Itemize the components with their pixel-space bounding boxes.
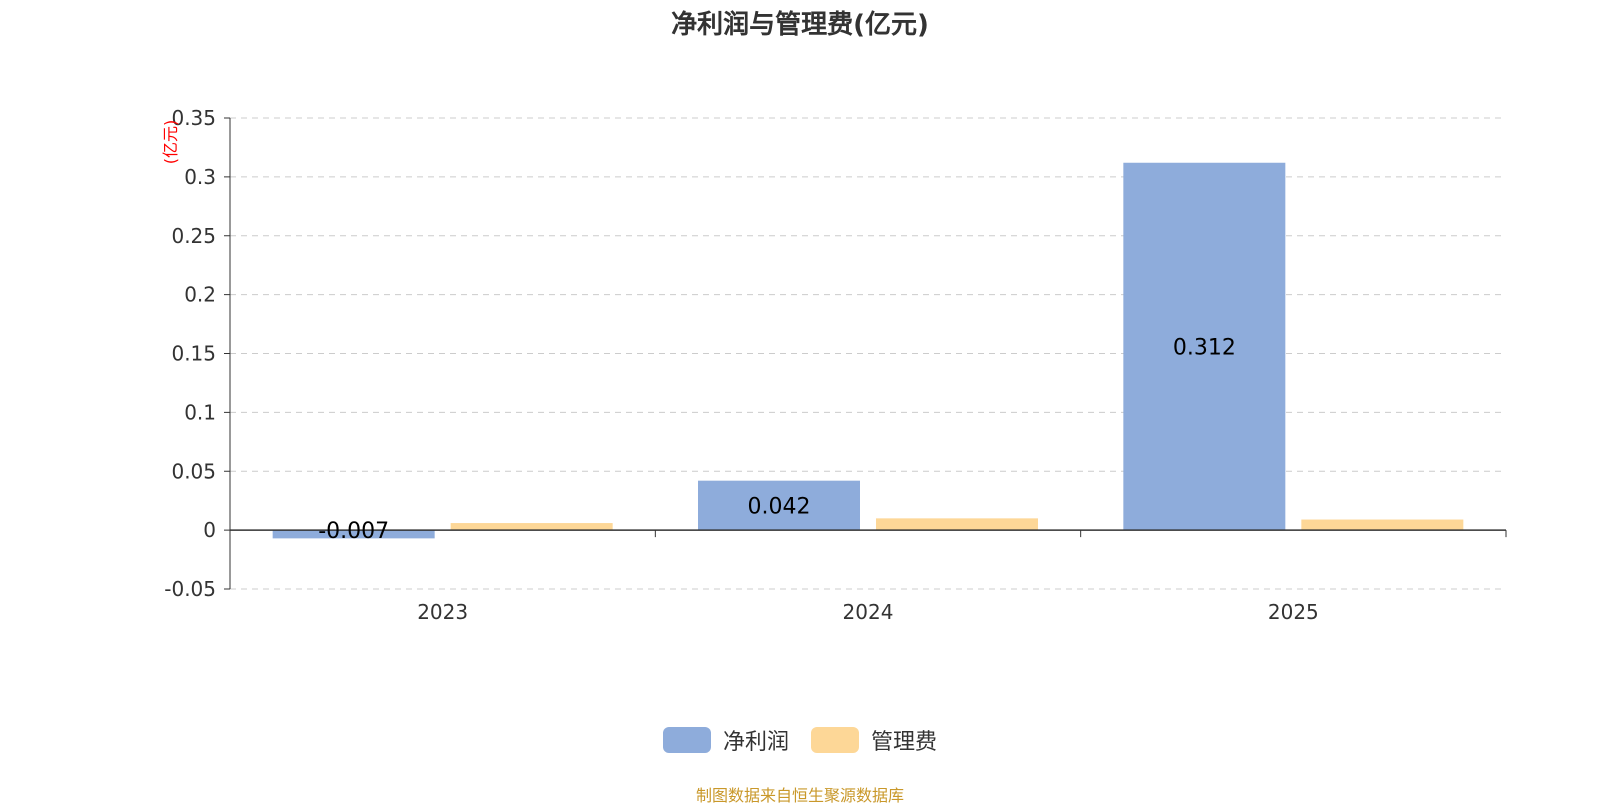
- legend: 净利润 管理费: [0, 724, 1600, 756]
- legend-item-management-fee[interactable]: 管理费: [811, 724, 937, 756]
- bars: [272, 162, 1464, 539]
- x-tick-label: 2025: [1268, 600, 1319, 624]
- y-tick-label: -0.05: [164, 577, 216, 601]
- y-tick-label: 0.2: [184, 283, 216, 307]
- y-tick-label: 0.15: [171, 342, 216, 366]
- legend-label-management-fee: 管理费: [871, 730, 938, 755]
- data-label: -0.007: [318, 519, 389, 544]
- data-labels: -0.007 0.042 0.312: [318, 335, 1236, 544]
- x-tick-label: 2023: [417, 600, 468, 624]
- legend-swatch-management-fee: [811, 727, 859, 753]
- legend-label-net-profit: 净利润: [722, 730, 789, 755]
- y-axis-unit-label: (亿元): [161, 120, 180, 165]
- source-note: 制图数据来自恒生聚源数据库: [695, 786, 904, 805]
- bar-net-profit-2024: [698, 480, 860, 531]
- legend-swatch-net-profit: [662, 727, 711, 753]
- data-label: 0.312: [1173, 335, 1236, 360]
- bar-net-profit-2023: [272, 530, 435, 539]
- bar-management-fee-2023: [450, 523, 613, 531]
- bar-management-fee-2025: [1301, 519, 1464, 531]
- y-tick-label: 0: [203, 518, 216, 542]
- grid-lines: [230, 117, 1506, 590]
- y-tick-label: 0.1: [184, 400, 216, 424]
- y-tick-label: 0.25: [171, 224, 216, 248]
- y-tick-label: 0.35: [171, 106, 216, 130]
- legend-item-net-profit[interactable]: 净利润: [662, 724, 789, 756]
- y-tick-label: 0.05: [171, 459, 216, 483]
- data-label: 0.042: [748, 494, 811, 519]
- bar-management-fee-2024: [876, 518, 1038, 531]
- y-tick-label: 0.3: [184, 165, 216, 189]
- bar-net-profit-2025: [1123, 162, 1286, 531]
- x-tick-label: 2024: [843, 600, 894, 624]
- chart-title: 净利润与管理费(亿元): [671, 10, 929, 40]
- axes: -0.05 0 0.05 0.1 0.15 0.2 0.25 0.3 0.35 2023 2024 2…: [164, 106, 1507, 624]
